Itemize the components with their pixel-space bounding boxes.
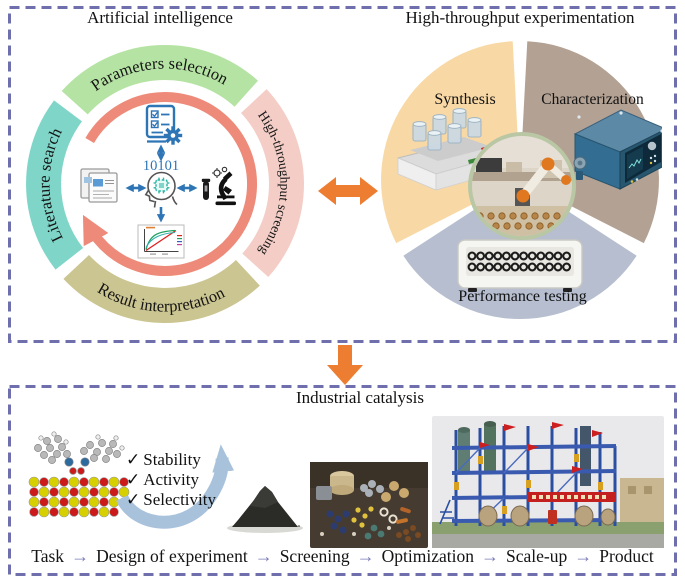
hte-pie-diagram — [381, 41, 662, 320]
performance-tester-image — [457, 239, 583, 292]
top-to-bottom-link-arrow — [327, 345, 363, 385]
workflow-step: Design of experiment — [96, 546, 248, 566]
industrial-section-title: Industrial catalysis — [296, 388, 424, 407]
workflow-step: Scale-up — [506, 546, 568, 566]
characterization-instrument-image — [573, 109, 662, 190]
microscope-icon — [201, 166, 236, 206]
cycle-arrow-icon — [82, 92, 258, 276]
arc-literature-search — [26, 100, 84, 270]
check-icon: ✓ — [126, 450, 141, 469]
workflow-step: Product — [599, 546, 654, 566]
brain-chip-icon — [144, 171, 178, 208]
criteria-item: ✓ Selectivity — [126, 490, 216, 509]
criteria-label: Selectivity — [143, 490, 216, 509]
arc-high-throughput-screening — [240, 89, 304, 277]
performance-testing-label: Performance testing — [458, 288, 587, 305]
swoosh-arrow-icon — [116, 444, 235, 529]
mini-chart-icon — [137, 224, 185, 259]
flow-arrow-icon: → — [71, 546, 90, 566]
flow-arrow-icon: → — [481, 546, 500, 566]
check-icon: ✓ — [126, 490, 141, 509]
industrial-plant-image — [432, 416, 664, 548]
hte-section-title: High-throughput experimentation — [405, 8, 635, 27]
catalyst-molecule-image — [28, 431, 130, 518]
ai-hte-frame — [8, 6, 677, 343]
flow-arrow-icon: → — [574, 546, 593, 566]
books-icon — [80, 168, 118, 203]
catalyst-powder-image — [227, 486, 303, 533]
workflow-step: Task — [31, 546, 65, 566]
binary-code-label: 10101 — [143, 158, 179, 174]
double-arrow-horizontal-icon — [318, 177, 378, 205]
checklist-gear-icon — [145, 104, 183, 145]
characterization-label: Characterization — [541, 91, 644, 108]
workflow-row: Task → Design of experiment → Screening … — [14, 546, 671, 567]
arc-parameters-selection — [61, 45, 258, 115]
workflow-step: Screening — [279, 546, 350, 566]
synthesis-label: Synthesis — [434, 91, 496, 108]
flow-arrow-icon: → — [356, 546, 375, 566]
criteria-label: Activity — [143, 470, 199, 489]
arc-result-interpretation — [63, 254, 260, 323]
ai-ring-diagram: Parameters selection Literature search H… — [26, 45, 304, 323]
check-icon: ✓ — [126, 470, 141, 489]
catalyst-pellets-image — [310, 462, 428, 548]
down-arrow-icon — [327, 345, 363, 385]
ai-section-title: Artificial intelligence — [87, 8, 233, 27]
hte-ai-link-arrow — [318, 177, 378, 205]
industrial-frame — [8, 385, 677, 576]
robot-photo — [468, 132, 576, 240]
criteria-label: Stability — [143, 450, 201, 469]
flow-arrow-icon: → — [254, 546, 273, 566]
criteria-item: ✓ Activity — [126, 470, 216, 489]
criteria-list: ✓ Stability ✓ Activity ✓ Selectivity — [126, 450, 216, 509]
workflow-step: Optimization — [381, 546, 475, 566]
criteria-item: ✓ Stability — [126, 450, 216, 469]
